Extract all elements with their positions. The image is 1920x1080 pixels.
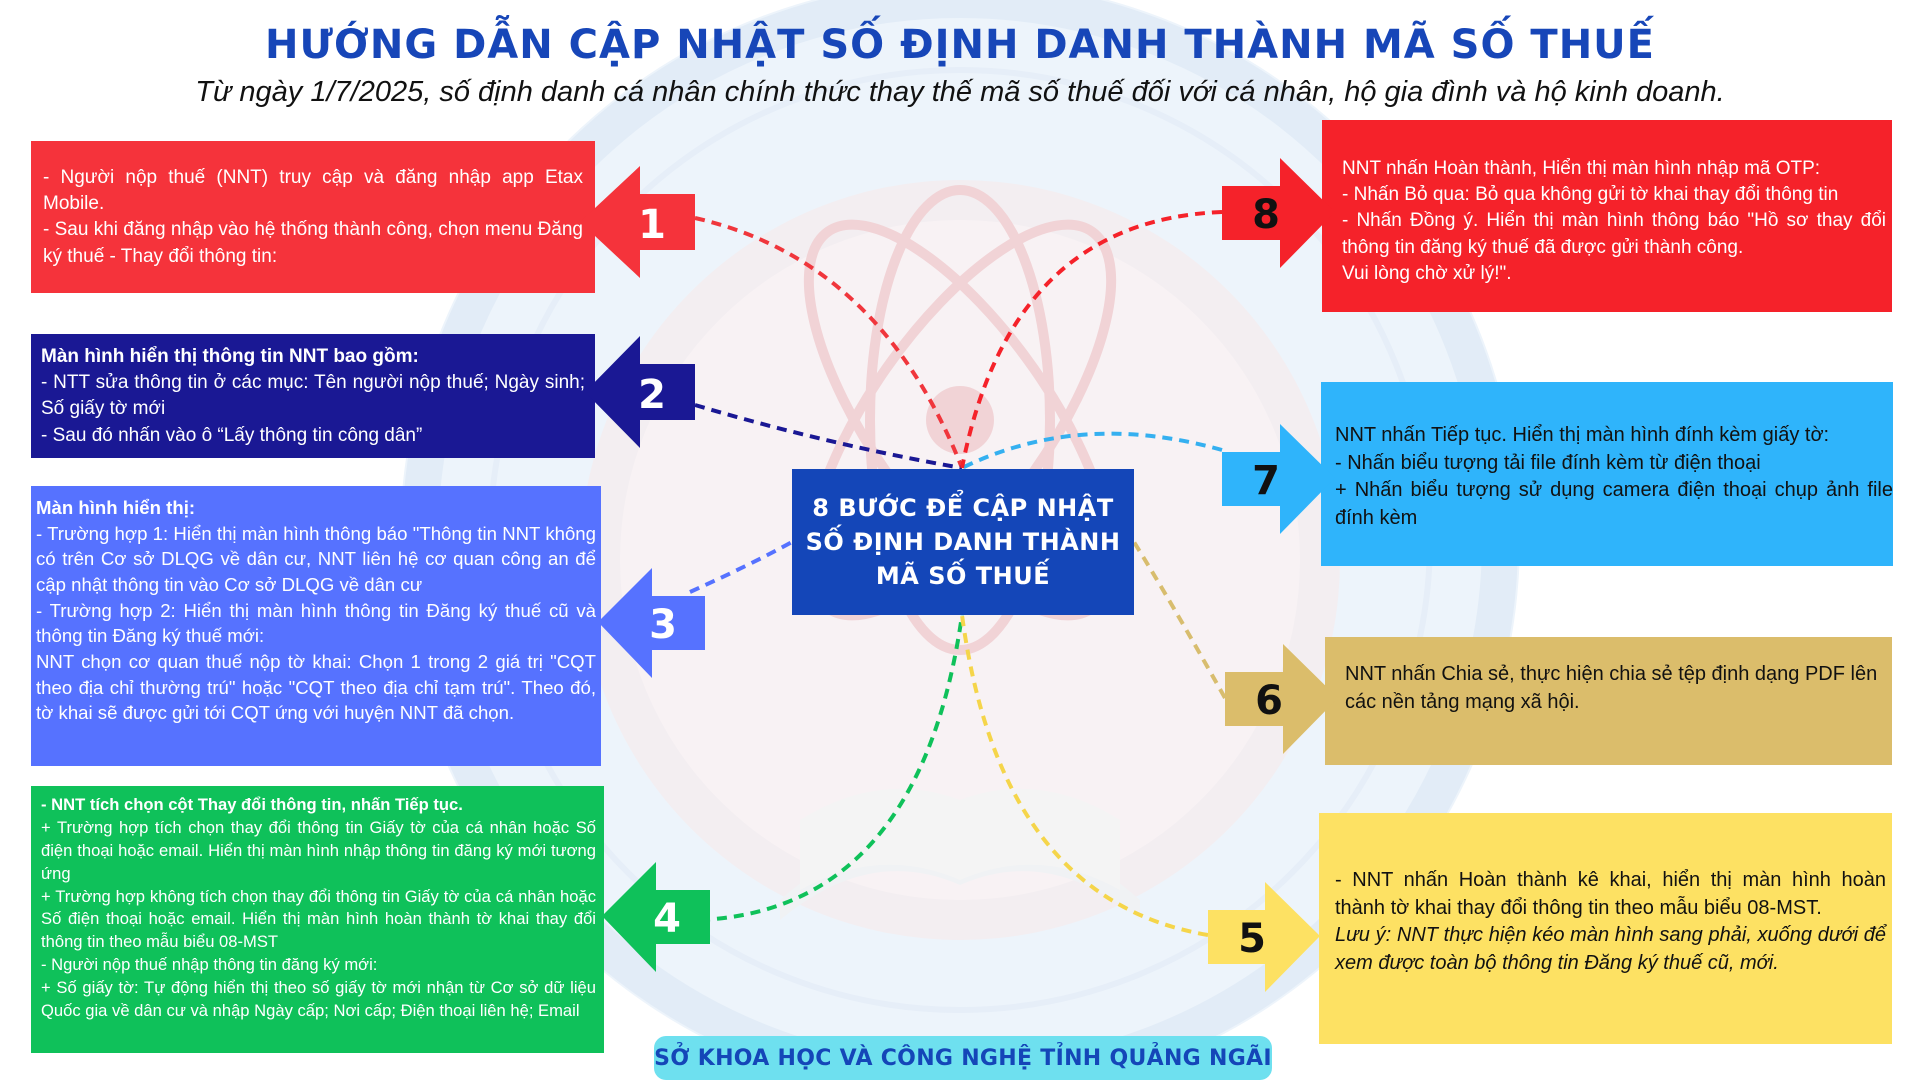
step-2-box: Màn hình hiển thị thông tin NNT bao gồm:… [31,334,595,458]
connector-step-4 [699,614,964,922]
step-7-box: NNT nhấn Tiếp tục. Hiển thị màn hình đín… [1321,382,1893,566]
step-6-box: NNT nhấn Chia sẻ, thực hiện chia sẻ tệp … [1325,637,1892,765]
step-4-line: - Người nộp thuế nhập thông tin đăng ký … [41,955,378,975]
step-6-line: NNT nhấn Chia sẻ, thực hiện chia sẻ tệp … [1345,663,1878,713]
arrow-step-2: 2 [585,336,695,448]
arrow-step-1: 1 [580,166,695,278]
arrow-step-7: 7 [1222,424,1335,534]
step-3-heading: Màn hình hiển thị: [36,497,196,518]
page-subtitle: Từ ngày 1/7/2025, số định danh cá nhân c… [195,76,1725,108]
step-8-box: NNT nhấn Hoàn thành, Hiển thị màn hình n… [1322,120,1892,312]
arrow-step-6-number: 6 [1255,678,1283,724]
center-title-line: 8 BƯỚC ĐỂ CẬP NHẬT [812,493,1114,522]
connector-step-8 [960,210,1223,469]
step-8-line: NNT nhấn Hoàn thành, Hiển thị màn hình n… [1342,158,1821,179]
step-4-box: - NNT tích chọn cột Thay đổi thông tin, … [31,786,604,1053]
connector-step-7 [961,431,1223,470]
connector-step-2 [694,403,963,470]
step-4-heading: - NNT tích chọn cột Thay đổi thông tin, … [41,795,463,814]
step-3-line: NNT chọn cơ quan thuế nộp tờ khai: Chọn … [36,650,596,724]
step-7-line: NNT nhấn Tiếp tục. Hiển thị màn hình đín… [1335,424,1830,446]
arrow-step-3: 3 [598,568,705,678]
step-1-line: - Sau khi đăng nhập vào hệ thống thành c… [43,219,583,267]
step-5-line: - NNT nhấn Hoàn thành kê khai, hiển thị … [1335,869,1886,919]
arrow-step-1-number: 1 [638,202,666,248]
arrow-step-4-number: 4 [653,896,681,942]
step-8-line: - Nhấn Đồng ý. Hiển thị màn hình thông b… [1342,210,1886,258]
connector-step-3 [689,540,793,594]
arrow-step-5-number: 5 [1238,916,1266,962]
arrow-step-7-number: 7 [1252,458,1280,504]
step-3-line: - Trường hợp 1: Hiển thị màn hình thông … [36,522,596,595]
arrow-step-5: 5 [1208,882,1320,992]
arrow-step-4: 4 [602,862,710,972]
step-4-line: + Trường hợp không tích chọn thay đổi th… [41,886,596,952]
step-8-line: - Nhấn Bỏ qua: Bỏ qua không gửi tờ khai … [1342,184,1839,206]
step-4-line: + Số giấy tờ: Tự động hiển thị theo số g… [41,978,596,1021]
arrow-step-2-number: 2 [638,372,666,418]
step-1-line: - Người nộp thuế (NNT) truy cập và đăng … [43,167,583,215]
step-7-line: + Nhấn biểu tượng sử dụng camera điện th… [1335,479,1893,529]
step-2-line: - Sau đó nhấn vào ô “Lấy thông tin công … [41,424,423,446]
step-3-box: Màn hình hiển thị: - Trường hợp 1: Hiển … [31,486,601,766]
arrow-step-8-number: 8 [1252,192,1280,238]
step-8-line: Vui lòng chờ xử lý!". [1342,262,1512,284]
step-4-line: + Trường hợp tích chọn thay đổi thông ti… [41,817,596,883]
center-title-line: MÃ SỐ THUẾ [875,562,1051,591]
arrow-step-6: 6 [1225,644,1338,754]
step-3-line: - Trường hợp 2: Hiển thị màn hình thông … [36,599,596,647]
step-2-line: - NTT sửa thông tin ở các mục: Tên người… [41,372,585,420]
connector-step-1 [694,216,964,469]
footer-organization: SỞ KHOA HỌC VÀ CÔNG NGHỆ TỈNH QUẢNG NGÃI [654,1036,1272,1080]
connector-step-5 [960,614,1209,937]
step-5-note: Lưu ý: NNT thực hiện kéo màn hình sang p… [1335,924,1886,974]
arrow-step-3-number: 3 [649,602,677,648]
step-7-line: - Nhấn biểu tượng tải file đính kèm từ đ… [1335,451,1761,474]
connector-step-6 [1132,540,1227,699]
step-1-box: - Người nộp thuế (NNT) truy cập và đăng … [31,141,595,293]
center-title-box: 8 BƯỚC ĐỂ CẬP NHẬT SỐ ĐỊNH DANH THÀNH MÃ… [792,469,1134,615]
arrow-step-8: 8 [1222,158,1335,268]
step-2-heading: Màn hình hiển thị thông tin NNT bao gồm: [41,346,419,367]
step-5-box: - NNT nhấn Hoàn thành kê khai, hiển thị … [1319,813,1892,1044]
page-title: HƯỚNG DẪN CẬP NHẬT SỐ ĐỊNH DANH THÀNH MÃ… [265,22,1655,68]
center-title-line: SỐ ĐỊNH DANH THÀNH [805,527,1121,556]
